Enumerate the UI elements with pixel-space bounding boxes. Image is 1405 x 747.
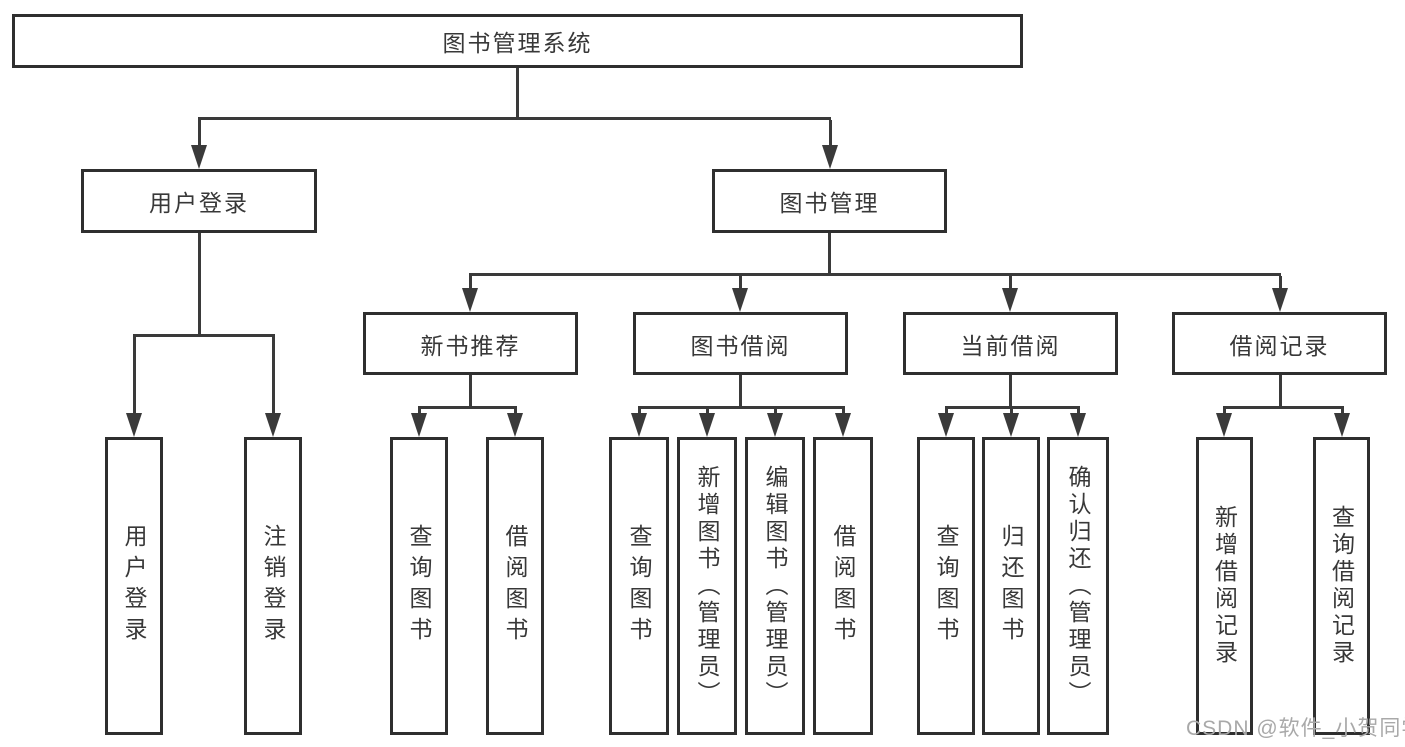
connector-line — [1279, 375, 1282, 407]
connector-line — [638, 406, 845, 409]
leaf-borrow-borrow-books: 借阅图书 — [813, 437, 873, 735]
arrow-down-icon — [1272, 288, 1288, 312]
connector-line — [133, 334, 275, 337]
arrow-down-icon — [822, 145, 838, 169]
leaf-recommend-borrow-books: 借阅图书 — [486, 437, 544, 735]
leaf-records-add-record: 新增借阅记录 — [1196, 437, 1253, 735]
connector-line — [1279, 276, 1282, 288]
arrow-down-icon — [265, 413, 281, 437]
connector-line — [198, 120, 201, 145]
connector-line — [945, 406, 1080, 409]
arrow-down-icon — [767, 413, 783, 437]
arrow-down-icon — [1216, 413, 1232, 437]
connector-line — [418, 406, 517, 409]
connector-line — [469, 273, 1281, 276]
arrow-down-icon — [631, 413, 647, 437]
connector-line — [418, 409, 421, 413]
connector-line — [1223, 406, 1344, 409]
arrow-down-icon — [1334, 413, 1350, 437]
arrow-down-icon — [411, 413, 427, 437]
arrow-down-icon — [835, 413, 851, 437]
arrow-down-icon — [126, 413, 142, 437]
connector-line — [1010, 409, 1013, 413]
connector-line — [842, 409, 845, 413]
connector-line — [774, 409, 777, 413]
connector-line — [198, 117, 831, 120]
connector-line — [828, 233, 831, 274]
leaf-user-login: 用户登录 — [105, 437, 163, 735]
arrow-down-icon — [732, 288, 748, 312]
arrow-down-icon — [507, 413, 523, 437]
leaf-borrow-add-books-admin: 新增图书（管理员） — [677, 437, 737, 735]
node-new-book-recommend: 新书推荐 — [363, 312, 578, 375]
leaf-records-query-record: 查询借阅记录 — [1313, 437, 1370, 735]
connector-line — [198, 233, 201, 335]
connector-line — [469, 375, 472, 407]
connector-line — [516, 68, 519, 118]
node-book-borrow: 图书借阅 — [633, 312, 848, 375]
connector-line — [1009, 375, 1012, 407]
connector-line — [706, 409, 709, 413]
arrow-down-icon — [1002, 288, 1018, 312]
arrow-down-icon — [938, 413, 954, 437]
connector-line — [945, 409, 948, 413]
node-current-borrow: 当前借阅 — [903, 312, 1118, 375]
arrow-down-icon — [191, 145, 207, 169]
leaf-borrow-edit-books-admin: 编辑图书（管理员） — [745, 437, 805, 735]
connector-line — [469, 276, 472, 288]
node-library-system-root: 图书管理系统 — [12, 14, 1023, 68]
arrow-down-icon — [462, 288, 478, 312]
node-user-login-branch: 用户登录 — [81, 169, 317, 233]
connector-line — [514, 409, 517, 413]
node-borrow-records: 借阅记录 — [1172, 312, 1387, 375]
node-book-management-branch: 图书管理 — [712, 169, 947, 233]
arrow-down-icon — [1070, 413, 1086, 437]
connector-line — [829, 120, 832, 145]
connector-line — [1223, 409, 1226, 413]
leaf-recommend-query-books: 查询图书 — [390, 437, 448, 735]
leaf-logout: 注销登录 — [244, 437, 302, 735]
connector-line — [638, 409, 641, 413]
connector-line — [1009, 276, 1012, 288]
arrow-down-icon — [1003, 413, 1019, 437]
leaf-current-confirm-return-admin: 确认归还（管理员） — [1047, 437, 1109, 735]
connector-line — [1077, 409, 1080, 413]
leaf-borrow-query-books: 查询图书 — [609, 437, 669, 735]
connector-line — [739, 276, 742, 288]
leaf-current-return-books: 归还图书 — [982, 437, 1040, 735]
arrow-down-icon — [699, 413, 715, 437]
csdn-watermark: CSDN @软件_小贺同学 — [1186, 717, 1405, 740]
connector-line — [133, 337, 136, 413]
connector-line — [1341, 409, 1344, 413]
connector-line — [739, 375, 742, 407]
connector-line — [272, 337, 275, 413]
leaf-current-query-books: 查询图书 — [917, 437, 975, 735]
